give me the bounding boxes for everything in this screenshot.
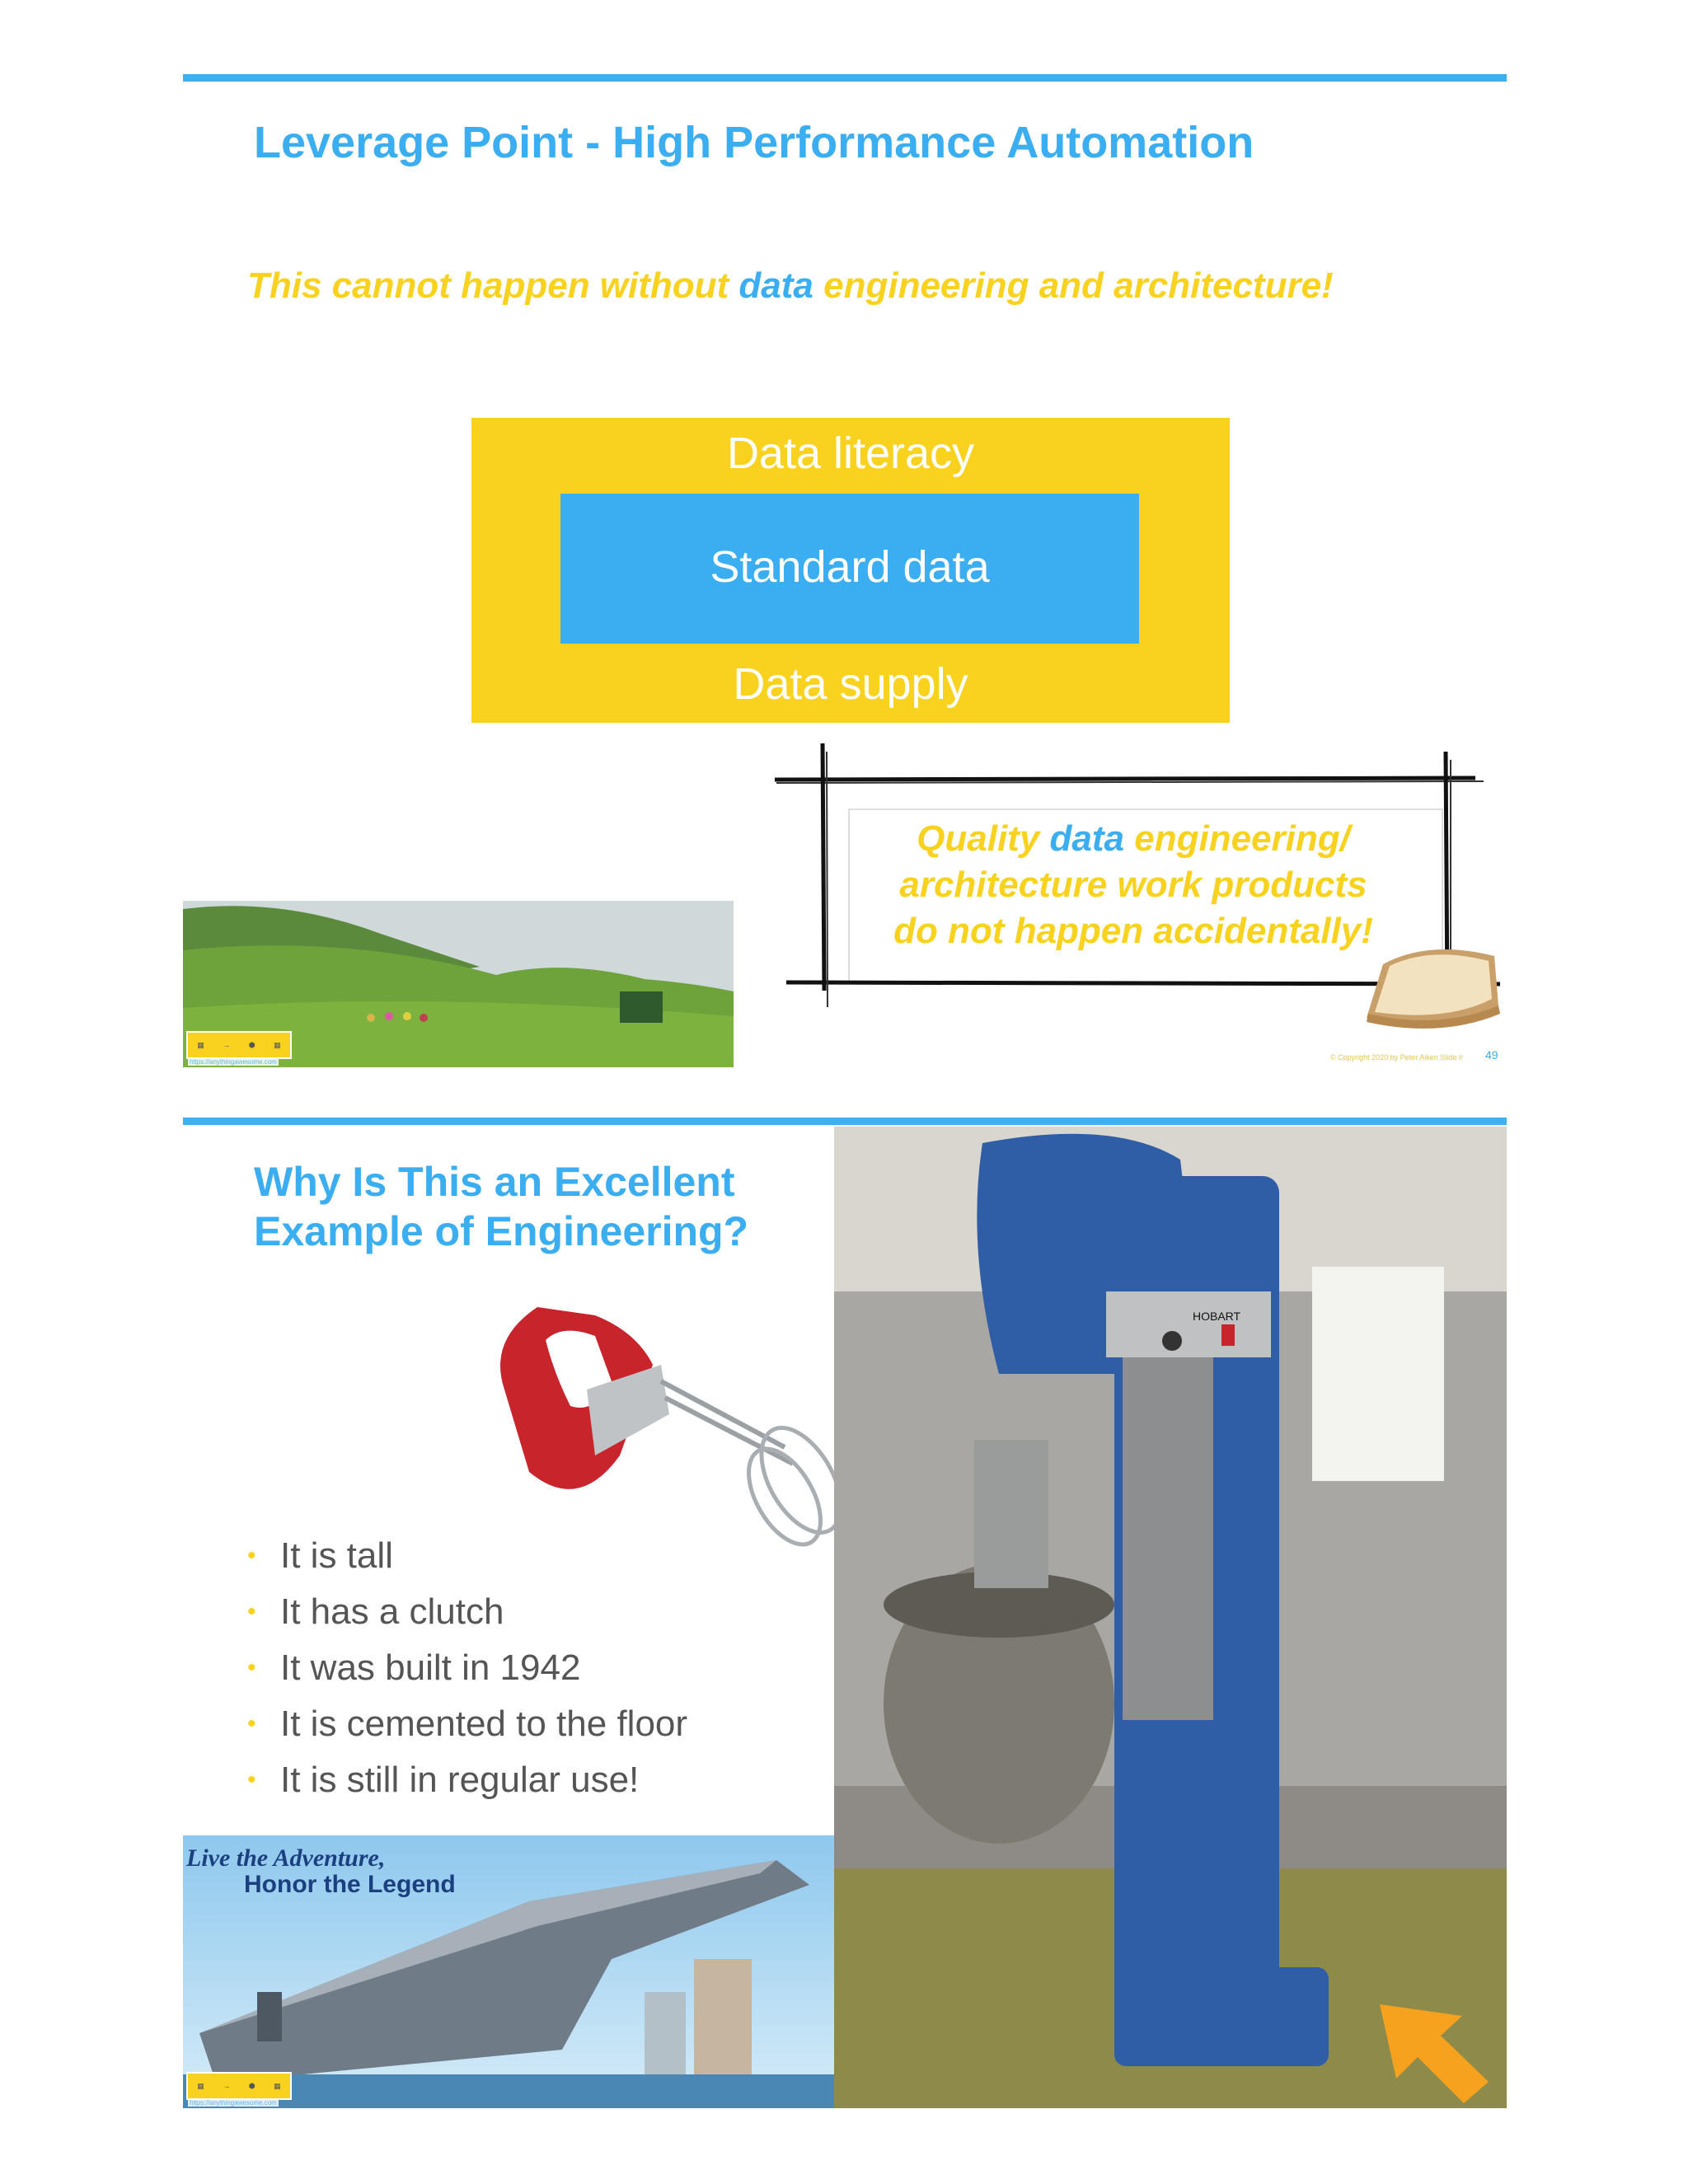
- data-supply-label: Data supply: [733, 659, 968, 709]
- footer-copyright: © Copyright 2020 by Peter Aiken Slide #: [1330, 1053, 1463, 1062]
- list-item: • It is tall: [247, 1528, 687, 1584]
- logo-icon-right: ▦: [274, 2081, 281, 2090]
- anything-awesome-logo: ▦ → ⬢ ▦: [186, 1031, 292, 1059]
- hobart-mixer-photo: HOBART: [834, 1127, 1507, 2108]
- callout-line-3: do not happen accidentally!: [893, 911, 1373, 951]
- anything-awesome-logo: ▦ → ⬢ ▦: [186, 2072, 292, 2100]
- callout-highlight: data: [1049, 818, 1125, 859]
- bullet-dot-icon: •: [247, 1542, 256, 1569]
- logo-hex-icon: ⬢: [248, 2081, 256, 2090]
- list-item: • It was built in 1942: [247, 1640, 687, 1696]
- logo-hex-icon: ⬢: [248, 1040, 256, 1049]
- bullet-dot-icon: •: [247, 1766, 256, 1793]
- hand-mixer-image: [500, 1307, 842, 1547]
- slide-top-rule: [183, 74, 1507, 82]
- feature-list: • It is tall • It has a clutch • It was bui…: [247, 1528, 687, 1808]
- slide-title: Leverage Point - High Performance Automa…: [254, 118, 1254, 167]
- callout-line-2: architecture work products: [899, 865, 1367, 905]
- slogan-line-2: Honor the Legend: [244, 1871, 456, 1898]
- title-line-1: Why Is This an Excellent: [254, 1159, 735, 1205]
- logo-arrow-icon: →: [223, 2082, 231, 2090]
- hobart-nameplate: HOBART: [1193, 1310, 1241, 1323]
- bullet-dot-icon: •: [247, 1710, 256, 1737]
- data-literacy-box: Data literacy Standard data Data supply: [471, 418, 1230, 723]
- slide-page-number: 49: [1485, 1048, 1498, 1062]
- callout-pre: Quality: [917, 818, 1050, 859]
- callout-post: engineering/: [1124, 818, 1350, 859]
- subtitle-text-post: engineering and architecture!: [813, 265, 1334, 306]
- data-literacy-label: Data literacy: [726, 429, 975, 478]
- subtitle-text-pre: This cannot happen without: [247, 265, 739, 306]
- list-item-text: It is cemented to the floor: [280, 1704, 688, 1744]
- ship-slogan: Live the Adventure, Honor the Legend: [186, 1845, 456, 1898]
- standard-data-label: Standard data: [710, 542, 990, 592]
- logo-icon-left: ▦: [197, 1040, 204, 1049]
- slide-leverage-point: Leverage Point - High Performance Automa…: [183, 74, 1507, 1071]
- slide-engineering-example: Why Is This an Excellent Example of Engi…: [183, 1118, 1507, 2108]
- tea-hills-scene: [183, 901, 734, 1067]
- bullet-dot-icon: •: [247, 1598, 256, 1625]
- uss-midway-photo: Live the Adventure, Honor the Legend ▦ →…: [183, 1835, 834, 2108]
- subtitle-highlight: data: [738, 265, 814, 306]
- list-item: • It is cemented to the floor: [247, 1696, 687, 1752]
- callout-text: Quality data engineering/ architecture w…: [849, 816, 1418, 954]
- logo-arrow-icon: →: [223, 1041, 231, 1049]
- logo-icon-left: ▦: [197, 2081, 204, 2090]
- logo-icon-right: ▦: [274, 1040, 281, 1049]
- list-item-text: It is tall: [280, 1535, 393, 1576]
- slide-top-rule: [183, 1118, 1507, 1125]
- title-line-2: Example of Engineering?: [254, 1208, 749, 1254]
- list-item-text: It has a clutch: [280, 1591, 504, 1632]
- bullet-dot-icon: •: [247, 1654, 256, 1681]
- logo-url[interactable]: https://anythingawesome.com: [188, 2099, 279, 2107]
- sandwich-illustration: [1367, 949, 1500, 1029]
- standard-data-box: Standard data: [560, 494, 1139, 644]
- slide-subtitle: This cannot happen without data engineer…: [247, 265, 1334, 307]
- slide-title: Why Is This an Excellent Example of Engi…: [254, 1157, 781, 1256]
- cursor-arrow-icon: [1380, 2004, 1489, 2103]
- slogan-line-1: Live the Adventure,: [186, 1844, 386, 1872]
- tea-hills-photo: ▦ → ⬢ ▦ https://anythingawesome.com: [183, 901, 734, 1067]
- hobart-scene: HOBART: [834, 1127, 1507, 2108]
- list-item-text: It was built in 1942: [280, 1647, 581, 1688]
- list-item: • It is still in regular use!: [247, 1752, 687, 1808]
- list-item: • It has a clutch: [247, 1584, 687, 1640]
- list-item-text: It is still in regular use!: [280, 1760, 640, 1800]
- logo-url[interactable]: https://anythingawesome.com: [188, 1058, 279, 1066]
